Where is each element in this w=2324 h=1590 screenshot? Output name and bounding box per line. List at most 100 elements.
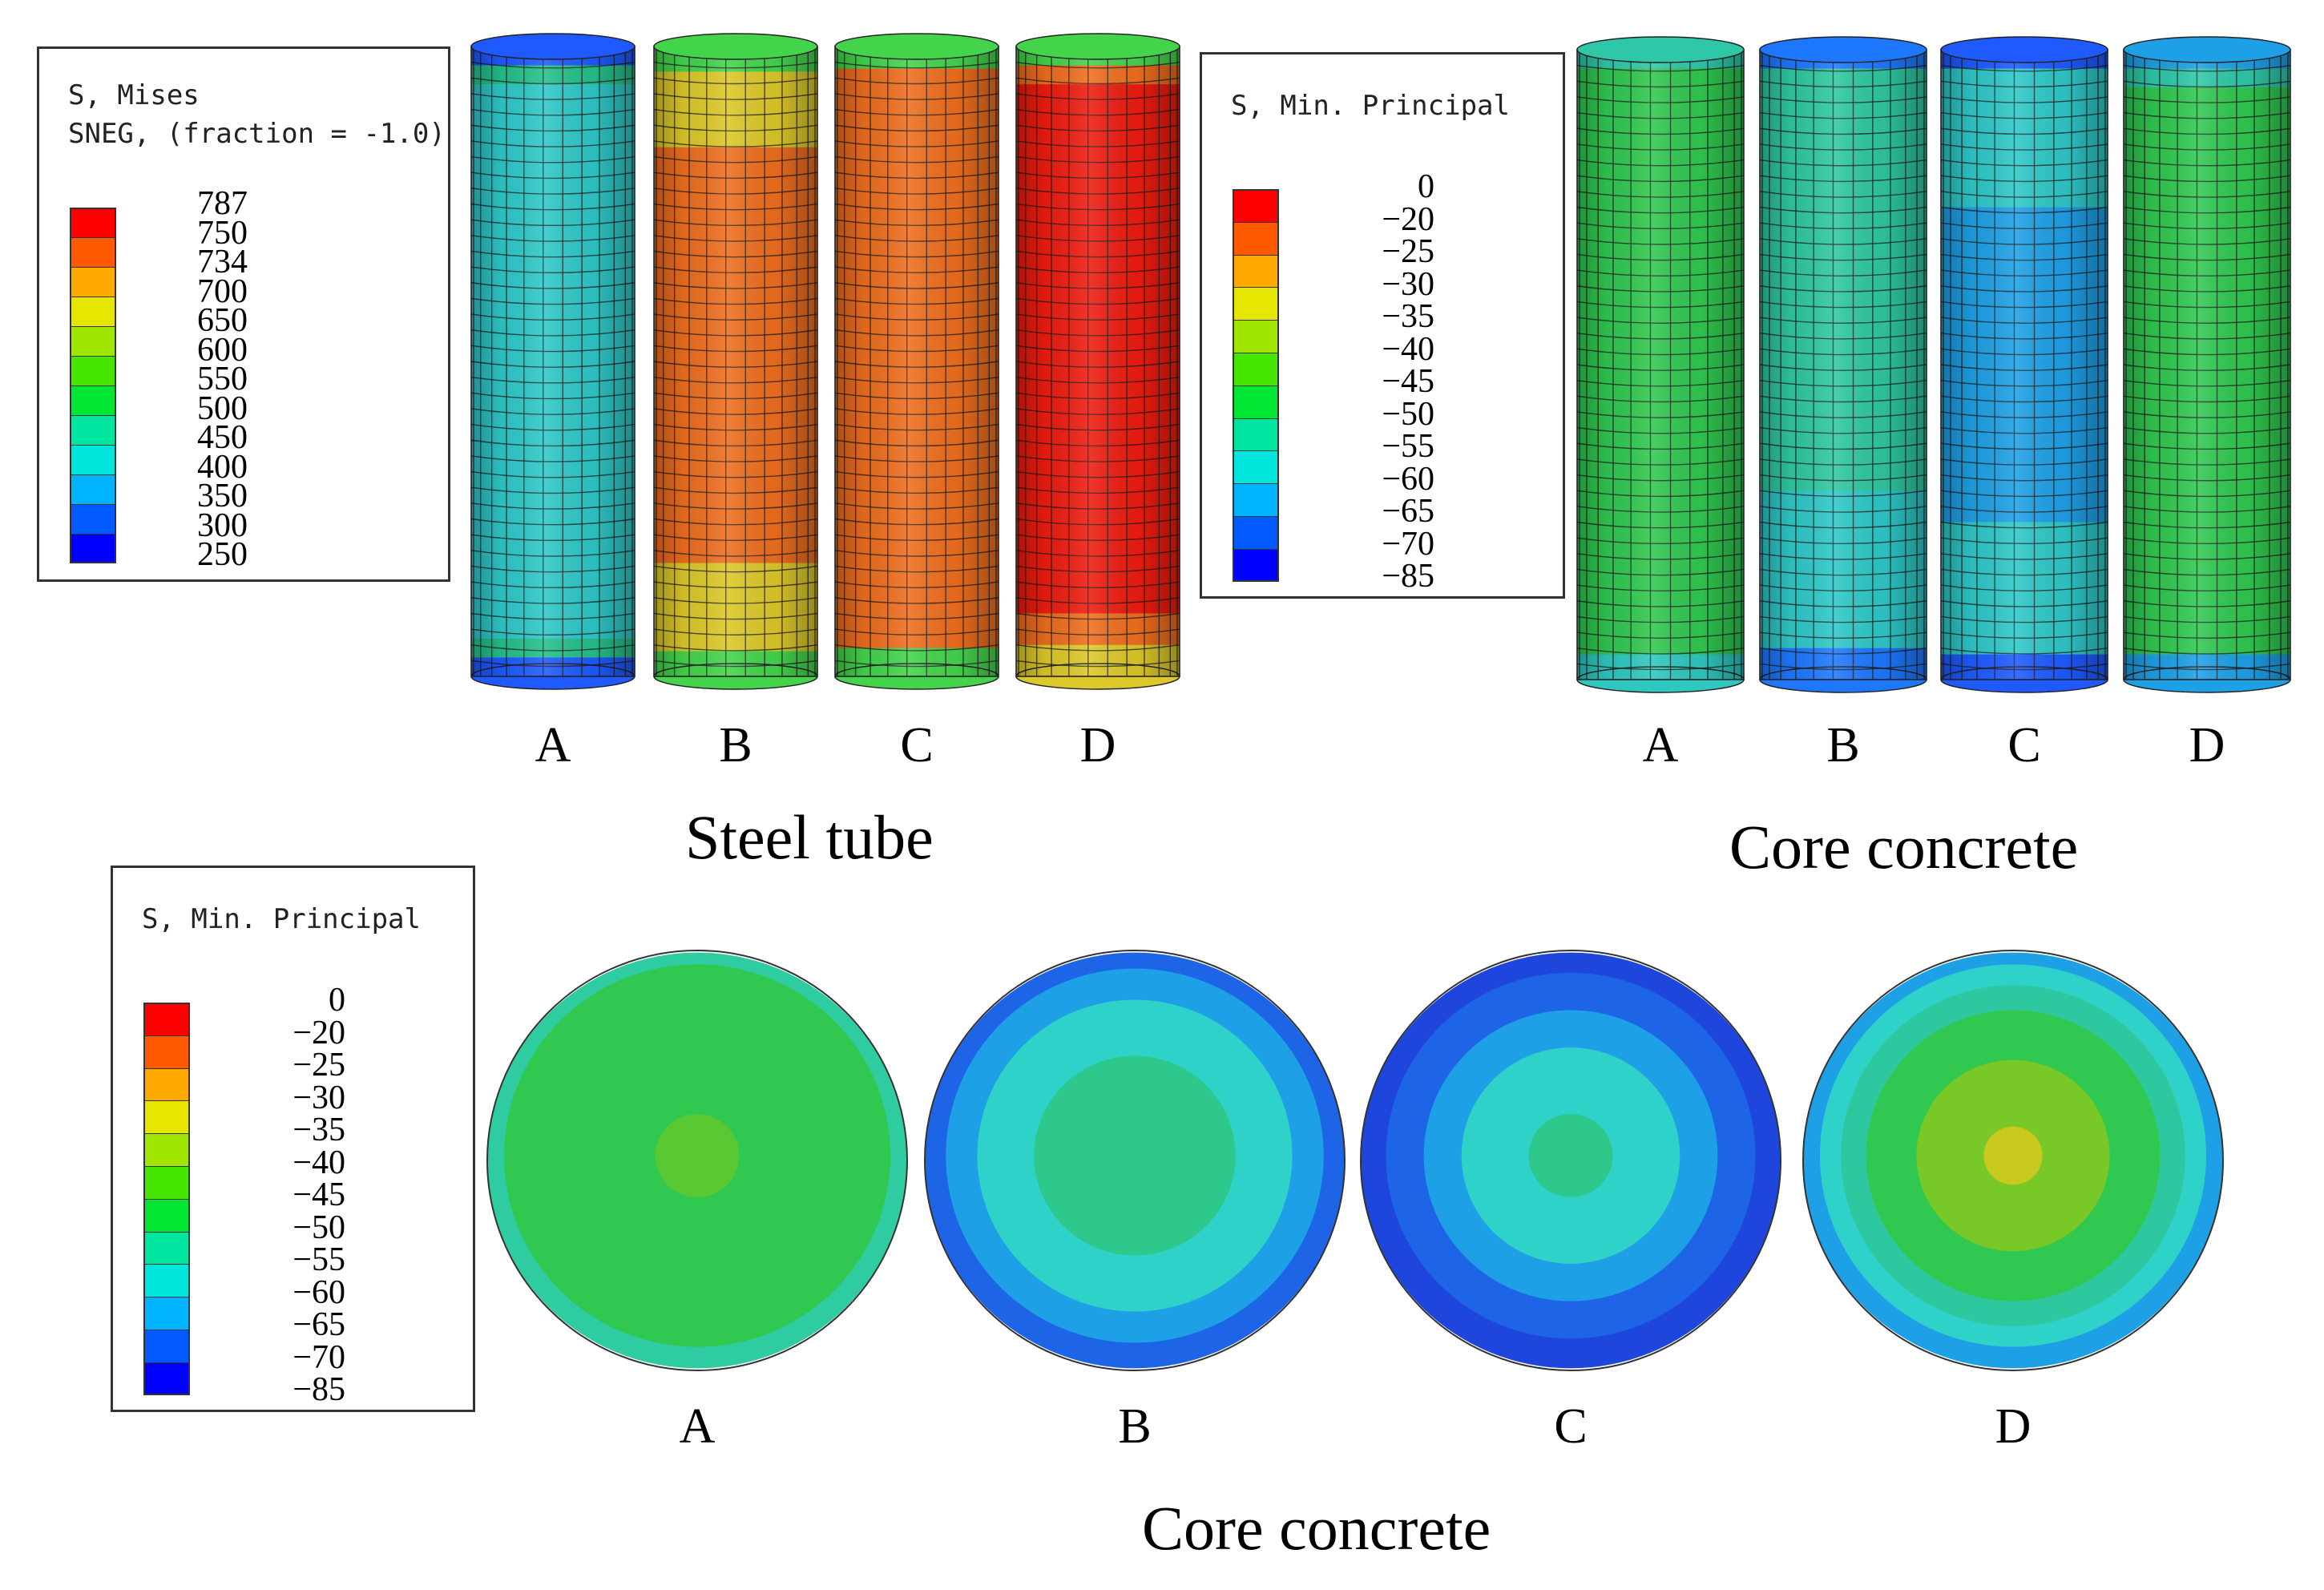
steel-tube-column-c-top-cap — [834, 33, 999, 60]
legend-value: −25 — [293, 1047, 345, 1084]
steel-tube-column-b-top-cap — [653, 33, 818, 60]
legend-value: 700 — [197, 272, 248, 310]
mises-legend-subtitle: SNEG, (fraction = -1.0) — [68, 118, 446, 150]
legend-swatch — [143, 1198, 190, 1232]
legend-value: 650 — [197, 302, 248, 339]
legend-value: 600 — [197, 331, 248, 369]
legend-swatch — [143, 1100, 190, 1134]
legend-value: −40 — [1382, 330, 1434, 368]
steel-tube-column-b-shading — [654, 46, 817, 676]
legend-value: −45 — [293, 1176, 345, 1213]
panel-label: C — [1554, 1399, 1588, 1454]
legend-value: −50 — [1382, 395, 1434, 433]
panel-label: B — [1118, 1399, 1152, 1454]
legend-swatch — [70, 267, 116, 297]
legend-swatch — [70, 474, 116, 504]
legend-value: −40 — [293, 1144, 345, 1181]
legend-swatch — [70, 297, 116, 326]
legend-swatch — [143, 1264, 190, 1297]
legend-value: 734 — [197, 244, 248, 280]
legend-value: −30 — [293, 1079, 345, 1116]
core-concrete-columns-caption: Core concrete — [1729, 812, 2079, 882]
core-concrete-section-c-outline — [1360, 950, 1781, 1371]
core-concrete-column-d-top-cap — [2123, 36, 2291, 63]
legend-swatch — [143, 1035, 190, 1068]
panel-label: C — [900, 718, 934, 773]
panel-label: D — [2189, 718, 2225, 773]
legend-swatch — [70, 326, 116, 356]
legend-swatch — [1233, 320, 1279, 353]
legend-value: −85 — [1382, 558, 1434, 595]
legend-value: −70 — [293, 1338, 345, 1376]
core-concrete-section-b-ring — [1034, 1055, 1236, 1256]
legend-swatch — [70, 415, 116, 445]
min-principal-legend-bottom: S, Min. Principal 0−20−25−30−35−40−45−50… — [111, 866, 475, 1412]
steel-tube-column-a-shading — [471, 46, 635, 676]
legend-value: −60 — [1382, 460, 1434, 498]
legend-swatch — [143, 1003, 190, 1035]
legend-value: −55 — [293, 1241, 345, 1278]
legend-value: 250 — [197, 536, 248, 573]
legend-value: −55 — [1382, 428, 1434, 465]
core-concrete-column-d-shading — [2124, 50, 2290, 680]
legend-swatch — [70, 237, 116, 267]
min-principal-top-title: S, Min. Principal — [1231, 90, 1510, 122]
legend-value: 450 — [197, 419, 248, 456]
core-concrete-section-a-ring — [655, 1114, 740, 1197]
legend-swatch — [70, 504, 116, 534]
core-concrete-column-c-top-cap — [1940, 36, 2108, 63]
min-principal-bottom-title: S, Min. Principal — [142, 903, 421, 935]
core-concrete-section-d-outline — [1802, 950, 2224, 1371]
legend-value: 787 — [197, 185, 248, 222]
legend-swatch — [70, 208, 116, 237]
panel-label: D — [1995, 1399, 2031, 1454]
steel-tube-column-c-shading — [835, 46, 999, 676]
legend-value: 0 — [329, 982, 345, 1019]
legend-value: 350 — [197, 478, 248, 515]
legend-swatch — [143, 1297, 190, 1330]
legend-swatch — [143, 1362, 190, 1395]
mises-legend-title: S, Mises — [68, 79, 200, 111]
legend-value: −65 — [293, 1306, 345, 1343]
legend-value: −20 — [293, 1014, 345, 1051]
legend-value: 300 — [197, 506, 248, 544]
legend-value: 500 — [197, 389, 248, 427]
steel-tube-column-a-top-cap — [470, 33, 635, 60]
legend-value: −20 — [1382, 200, 1434, 238]
legend-swatch — [143, 1330, 190, 1362]
core-concrete-section-c-ring — [1528, 1114, 1613, 1197]
legend-swatch — [1233, 548, 1279, 582]
legend-value: −70 — [1382, 525, 1434, 563]
min-principal-legend-top: S, Min. Principal 0−20−25−30−35−40−45−50… — [1200, 52, 1565, 599]
legend-swatch — [70, 445, 116, 474]
legend-swatch — [143, 1133, 190, 1166]
core-concrete-section-b-outline — [924, 950, 1346, 1371]
core-concrete-sections-caption: Core concrete — [1142, 1493, 1491, 1563]
legend-swatch — [70, 356, 116, 385]
legend-value: 750 — [197, 214, 248, 252]
legend-swatch — [143, 1067, 190, 1101]
legend-value: −35 — [293, 1112, 345, 1148]
legend-swatch — [70, 534, 116, 563]
legend-swatch — [1233, 189, 1279, 222]
legend-value: −45 — [1382, 363, 1434, 400]
legend-value: −30 — [1382, 265, 1434, 303]
steel-tube-column-d-shading — [1016, 46, 1180, 676]
legend-swatch — [1233, 450, 1279, 484]
panel-label: B — [1826, 718, 1860, 773]
core-concrete-column-b-top-cap — [1759, 36, 1927, 63]
legend-swatch — [143, 1166, 190, 1199]
panel-label: C — [2007, 718, 2041, 773]
core-concrete-column-a-top-cap — [1576, 36, 1745, 63]
panel-label: A — [1642, 718, 1679, 773]
panel-label: A — [535, 718, 571, 773]
legend-swatch — [1233, 353, 1279, 385]
steel-tube-caption: Steel tube — [685, 802, 934, 872]
panel-label: A — [679, 1399, 716, 1454]
legend-value: −25 — [1382, 233, 1434, 270]
legend-swatch — [1233, 418, 1279, 451]
core-concrete-section-a-outline — [486, 950, 908, 1371]
legend-value: −65 — [1382, 493, 1434, 530]
